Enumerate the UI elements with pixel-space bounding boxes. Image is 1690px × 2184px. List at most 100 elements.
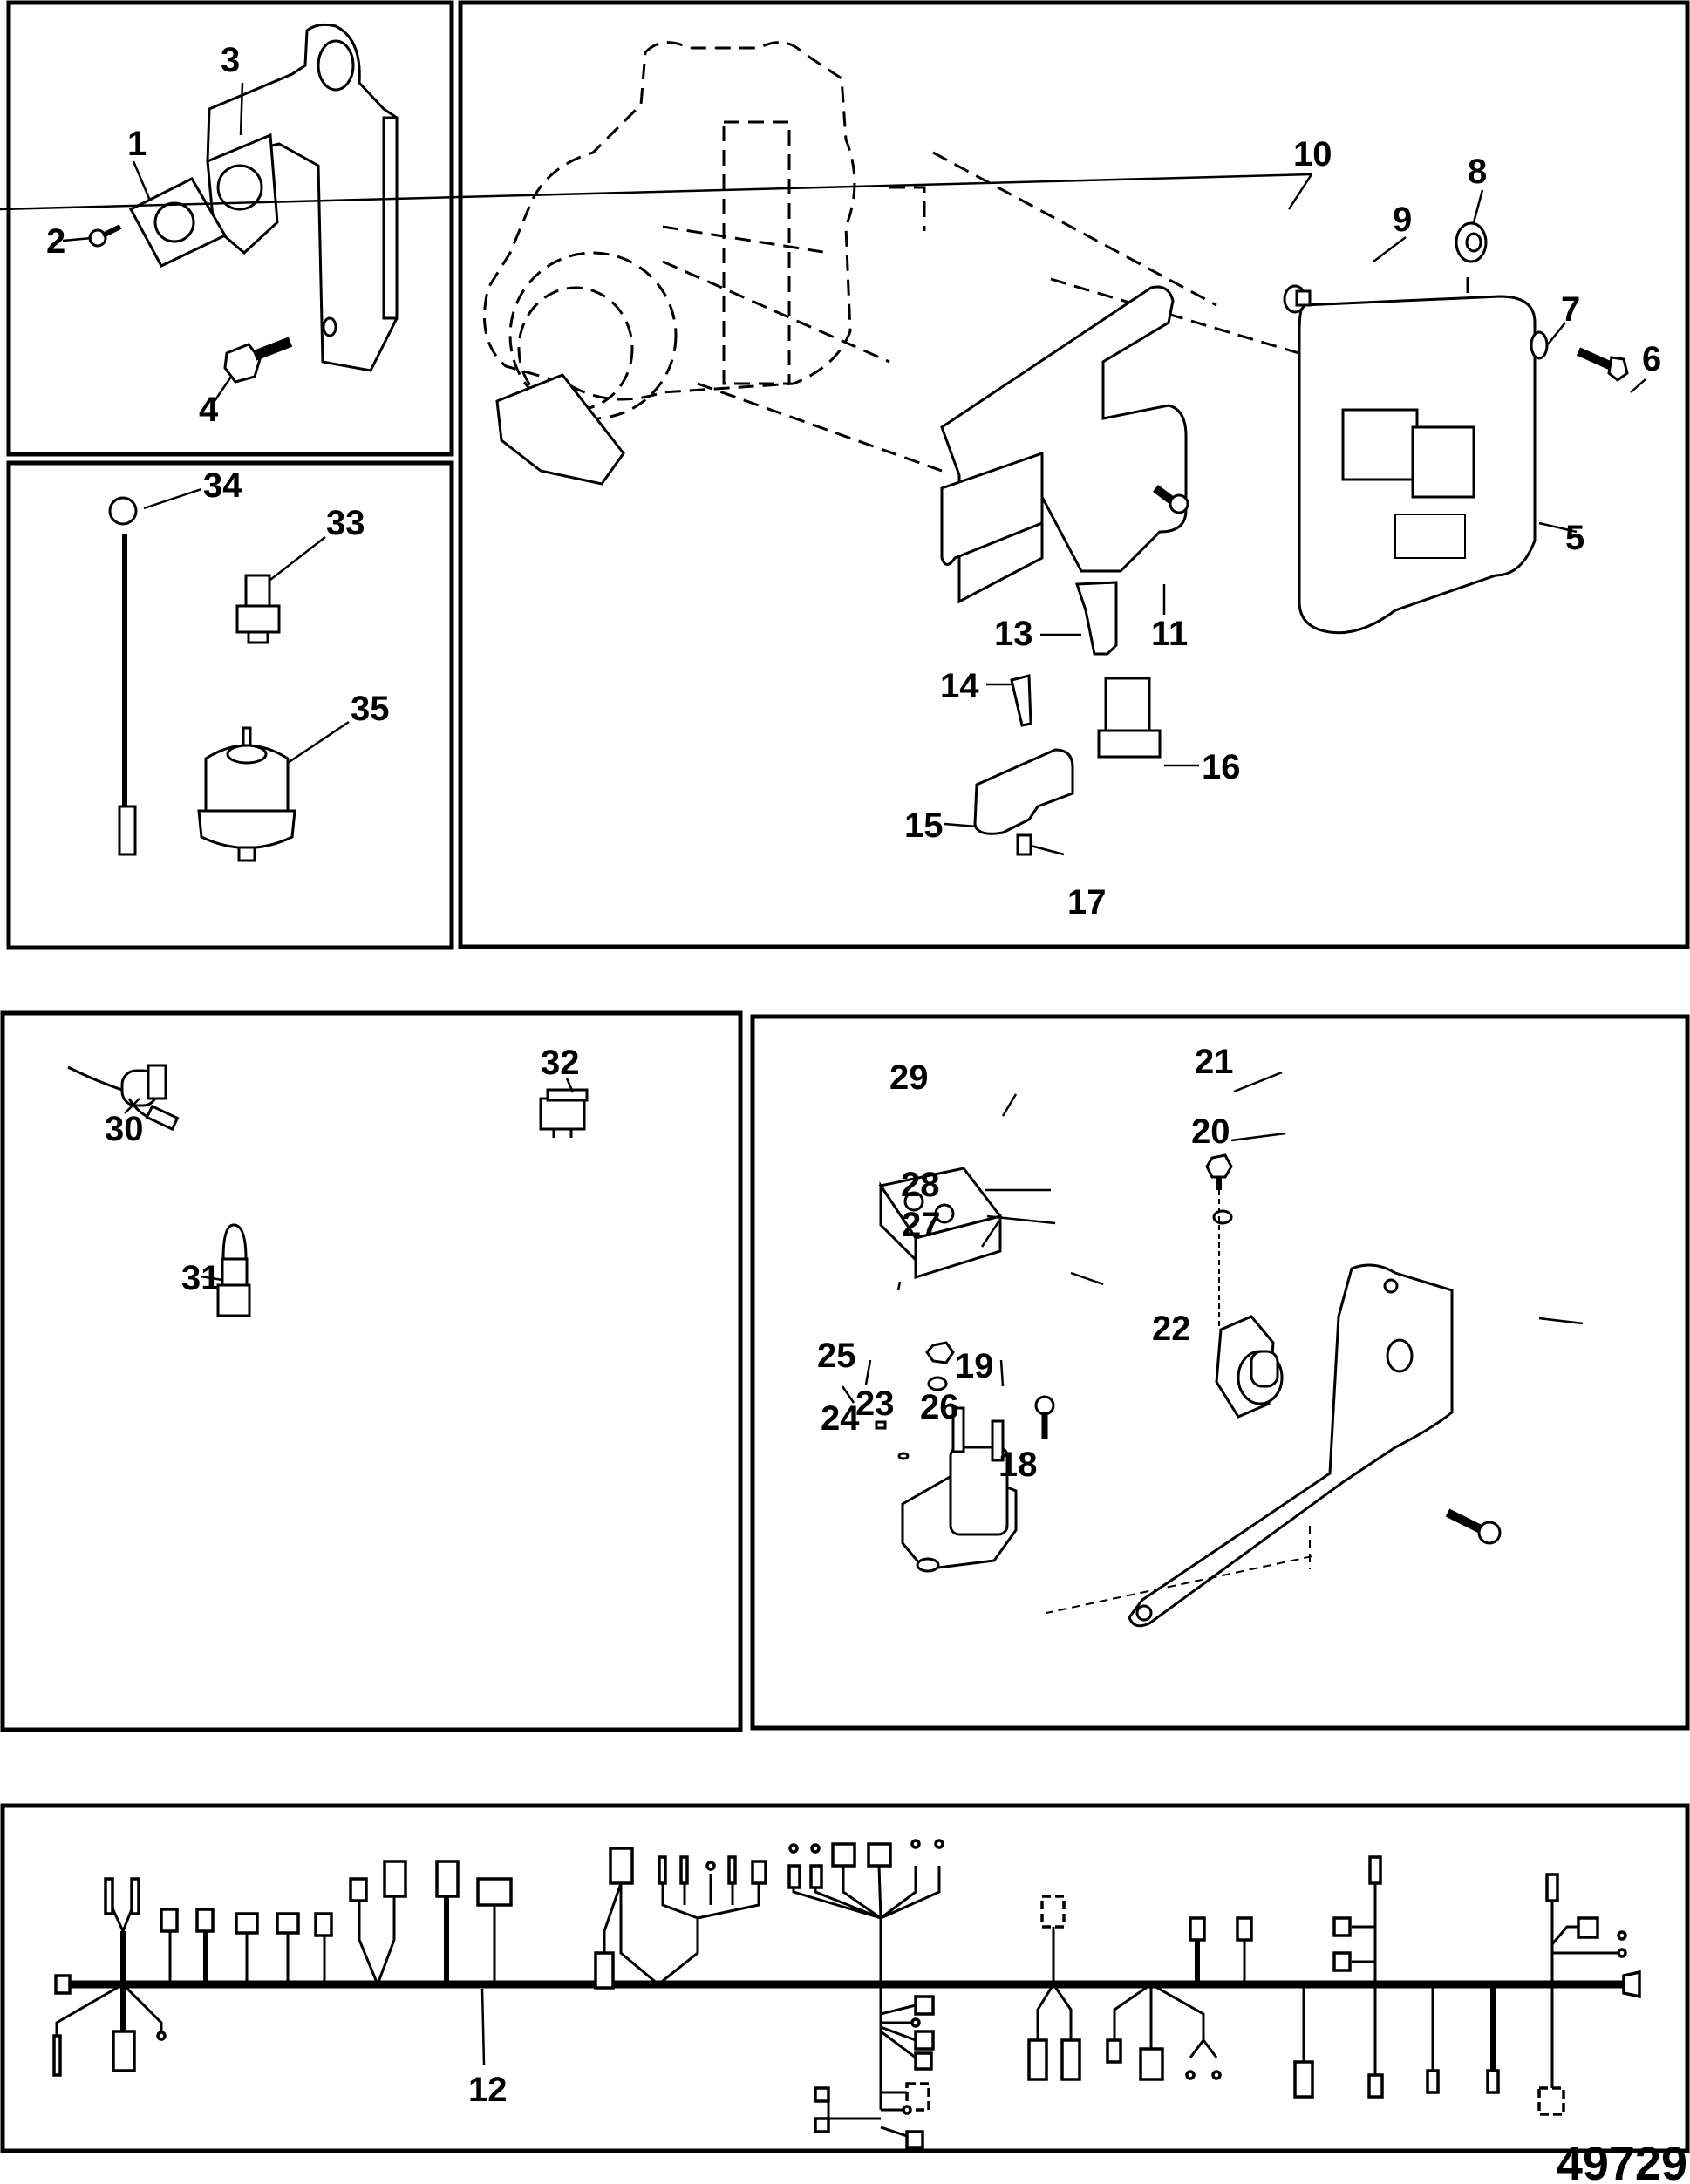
temperature-sensor-30 <box>67 1064 180 1132</box>
leader-7 <box>1547 322 1566 345</box>
callout-28: 28 <box>901 1166 940 1204</box>
fuse-17 <box>1016 833 1032 856</box>
callout-15: 15 <box>904 806 944 845</box>
relay-16 <box>1097 677 1162 759</box>
screw-11 <box>1153 485 1189 514</box>
leader-23 <box>864 1359 872 1385</box>
callout-26: 26 <box>920 1388 959 1426</box>
leader-10 <box>0 173 1312 211</box>
leader-15 <box>944 822 978 828</box>
callout-2: 2 <box>46 222 65 261</box>
callout-24: 24 <box>821 1399 860 1438</box>
callout-20: 20 <box>1191 1112 1230 1151</box>
washer-7 <box>1530 330 1549 360</box>
harness-branch-left <box>52 1877 167 2077</box>
circuit-breaker-19 <box>1215 1315 1284 1419</box>
callout-21: 21 <box>1195 1043 1234 1081</box>
bracket-hole-icon <box>322 316 337 337</box>
leader-3 <box>239 82 244 136</box>
screw-26 <box>1034 1395 1055 1439</box>
callout-32: 32 <box>541 1044 580 1082</box>
callout-11: 11 <box>1151 615 1188 653</box>
callout-6: 6 <box>1642 340 1661 378</box>
bracket-hole-icon <box>1383 1278 1399 1294</box>
callout-14: 14 <box>940 667 979 705</box>
leader-26 <box>1070 1271 1104 1286</box>
harness-branch-middle <box>594 1839 944 2149</box>
callout-19: 19 <box>955 1347 994 1385</box>
leader-8 <box>1472 189 1484 223</box>
bracket-hole-icon <box>1135 1604 1153 1622</box>
solenoid-23 <box>901 1406 1018 1573</box>
oil-pressure-sender-35 <box>197 726 296 862</box>
callout-8: 8 <box>1468 153 1487 191</box>
leader-19 <box>980 1220 1001 1248</box>
leader-25 <box>841 1385 855 1404</box>
bracket-hole-icon <box>317 39 355 92</box>
callout-30: 30 <box>105 1110 144 1148</box>
callout-34: 34 <box>203 466 242 505</box>
callout-9: 9 <box>1393 201 1412 239</box>
callout-33: 33 <box>326 504 365 542</box>
callout-16: 16 <box>1202 748 1241 786</box>
ecm-label <box>1394 514 1466 559</box>
callout-27: 27 <box>902 1206 941 1244</box>
panel-ecm-assembly <box>458 0 1690 949</box>
fuse-clip-14 <box>1010 674 1032 727</box>
leader-33 <box>269 536 326 581</box>
callout-13: 13 <box>994 615 1033 653</box>
callout-29: 29 <box>889 1058 929 1097</box>
leader-1 <box>132 160 152 201</box>
callout-18: 18 <box>998 1446 1038 1484</box>
misc-connectors-drawing <box>67 1064 589 1317</box>
nut-25 <box>875 1420 887 1430</box>
lockwasher-27 <box>927 1376 948 1391</box>
sensor-lead-connector <box>118 805 137 856</box>
jumper-loop-31 <box>216 1223 251 1317</box>
leader-12 <box>480 1988 486 2065</box>
clip-cutout-icon <box>153 201 195 243</box>
callout-7: 7 <box>1561 290 1580 329</box>
callout-22: 22 <box>1152 1310 1191 1348</box>
leader-2 <box>62 236 92 242</box>
callout-25: 25 <box>817 1337 856 1375</box>
screw-2 <box>88 224 122 248</box>
leader-5 <box>1538 521 1578 534</box>
nut-28 <box>925 1341 955 1364</box>
leader-6 <box>1630 378 1646 393</box>
callout-1: 1 <box>127 125 147 163</box>
bolt-4 <box>223 337 293 384</box>
leader-18 <box>999 1359 1005 1387</box>
grommet-8 <box>1455 221 1488 263</box>
relay-clip-13 <box>1074 581 1118 656</box>
connector-housing <box>495 373 625 486</box>
ecm-bracket-10 <box>940 285 1188 604</box>
panel-misc-connectors <box>0 1010 743 1732</box>
leader-20 <box>1230 1132 1286 1142</box>
screw-6 <box>1576 347 1629 382</box>
screw-22 <box>1445 1508 1502 1545</box>
bracket-flange <box>382 116 399 320</box>
terminal-cover-29 <box>878 1167 1003 1280</box>
bolt-21 <box>1205 1153 1233 1190</box>
figure-number: 49729 <box>1557 2138 1687 2184</box>
bracket-tab <box>940 451 1044 566</box>
harness-end-connector <box>1622 1970 1641 1999</box>
solenoid-assembly-drawing <box>875 1153 1502 1628</box>
ecm-connector-a <box>1341 408 1419 481</box>
bracket-hole-icon <box>1386 1338 1414 1373</box>
panel-solenoid-assembly <box>750 1014 1690 1731</box>
leader-22 <box>1538 1317 1584 1325</box>
harness-branch-top-left <box>160 1860 513 1989</box>
connector-32 <box>539 1088 589 1138</box>
spacer-9 <box>1283 284 1312 314</box>
ecm-assembly-drawing <box>483 41 1629 856</box>
callout-31: 31 <box>181 1259 221 1297</box>
clip-plate-cutout-icon <box>216 164 263 211</box>
knock-sensor-34 <box>108 496 138 526</box>
harness-end-connector <box>54 1974 72 1995</box>
panel-bracket-assembly <box>6 0 454 457</box>
bracket-assembly-drawing <box>88 23 399 384</box>
leader-21 <box>1233 1071 1283 1093</box>
